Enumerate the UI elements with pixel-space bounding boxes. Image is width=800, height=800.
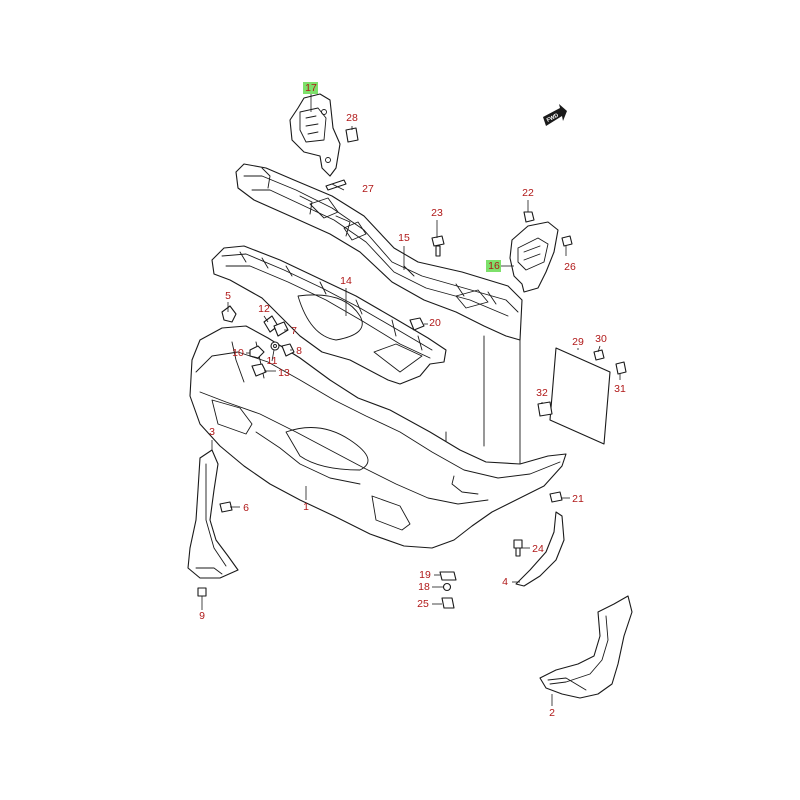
clip-13-part <box>251 363 267 377</box>
callout-1[interactable]: 1 <box>303 501 309 513</box>
nut-10-part <box>249 345 265 359</box>
bracket-5-part <box>221 305 237 323</box>
callout-7[interactable]: 7 <box>291 325 297 337</box>
callout-32[interactable]: 32 <box>536 387 548 399</box>
callout-3[interactable]: 3 <box>209 426 215 438</box>
callout-14[interactable]: 14 <box>340 275 352 287</box>
highlight-17 <box>303 82 318 94</box>
license-plate-part <box>549 347 611 445</box>
clip-20-part <box>409 317 425 331</box>
callout-27[interactable]: 27 <box>362 183 374 195</box>
callout-labels: 17 28 27 22 23 15 16 26 14 5 12 20 7 30 … <box>199 82 626 719</box>
screw-31-part <box>615 361 627 375</box>
callout-31[interactable]: 31 <box>614 383 626 395</box>
callout-2[interactable]: 2 <box>549 707 555 719</box>
callout-4[interactable]: 4 <box>502 576 508 588</box>
clip-28-part <box>345 127 359 143</box>
highlight-16 <box>486 260 501 272</box>
callout-30[interactable]: 30 <box>595 333 607 345</box>
callout-12[interactable]: 12 <box>258 303 270 315</box>
fwd-arrow-icon: FWD <box>543 104 567 126</box>
screw-9-part <box>197 587 207 597</box>
callout-26[interactable]: 26 <box>564 261 576 273</box>
side-guard-right-part <box>539 595 633 699</box>
washer-11-part <box>270 341 280 351</box>
callout-19[interactable]: 19 <box>419 569 431 581</box>
callout-10[interactable]: 10 <box>232 347 244 359</box>
grommet-19-part <box>439 571 457 581</box>
callout-17[interactable]: 17 <box>305 82 317 94</box>
side-strip-right-part <box>515 511 565 587</box>
bolt-23-part <box>431 235 445 257</box>
callout-28[interactable]: 28 <box>346 112 358 124</box>
callout-11[interactable]: 11 <box>267 355 278 367</box>
callout-6[interactable]: 6 <box>243 502 249 514</box>
leader-lines <box>201 94 621 706</box>
side-guard-left-part <box>187 449 239 579</box>
bracket-right-part <box>509 221 559 293</box>
callout-23[interactable]: 23 <box>431 207 443 219</box>
callout-18[interactable]: 18 <box>418 581 430 593</box>
bracket-left-part <box>289 93 341 177</box>
callout-21[interactable]: 21 <box>572 493 584 505</box>
bolt-24-part <box>513 539 523 557</box>
callout-8[interactable]: 8 <box>296 345 302 357</box>
callout-13[interactable]: 13 <box>278 367 290 379</box>
absorber-part <box>211 245 447 385</box>
callout-5[interactable]: 5 <box>225 290 231 302</box>
callout-16[interactable]: 16 <box>488 260 500 272</box>
callout-22[interactable]: 22 <box>522 187 534 199</box>
callout-29[interactable]: 29 <box>572 336 584 348</box>
callout-25[interactable]: 25 <box>417 598 429 610</box>
clip-22-part <box>523 211 535 223</box>
bolt-25-part <box>441 597 455 609</box>
clip-6-part <box>219 501 233 513</box>
clip-32-part <box>537 401 553 417</box>
pin-27-part <box>325 179 347 191</box>
screw-26-part <box>561 235 573 247</box>
clip-30-part <box>593 349 605 361</box>
bumper-shell-part <box>189 325 567 549</box>
callout-9[interactable]: 9 <box>199 610 205 622</box>
clip-21-part <box>549 491 563 503</box>
callout-15[interactable]: 15 <box>398 232 410 244</box>
fwd-label: FWD <box>546 113 560 124</box>
callout-24[interactable]: 24 <box>532 543 544 555</box>
nut-8-part <box>281 343 295 357</box>
callout-20[interactable]: 20 <box>429 317 441 329</box>
washer-18-part <box>442 582 452 592</box>
